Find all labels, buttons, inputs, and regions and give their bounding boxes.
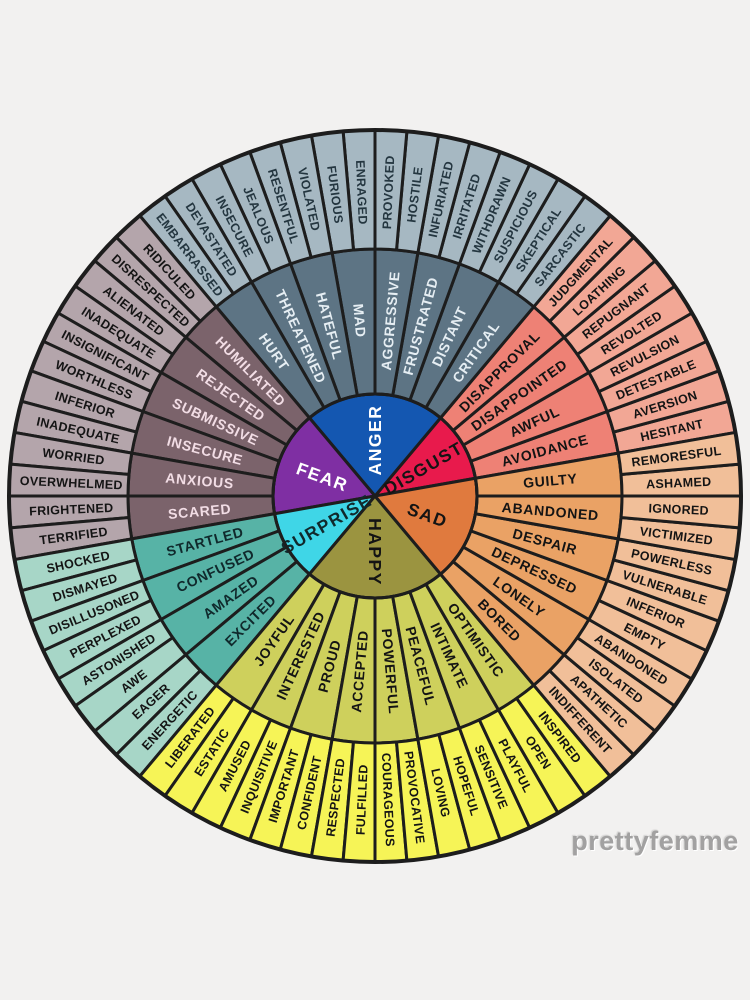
outer-emotion-label-ashamed: ASHAMED — [646, 475, 712, 492]
wheel-core-border — [271, 392, 479, 600]
outer-emotion-label-courageous: COURAGEOUS — [379, 752, 397, 847]
watermark: prettyfemme — [571, 826, 739, 856]
middle-emotion-label-accepted: ACCEPTED — [348, 629, 371, 713]
outer-emotion-label-frightened: FRIGHTENED — [29, 501, 114, 519]
middle-emotion-label-mad: MAD — [350, 303, 369, 338]
core-emotion-label-happy: HAPPY — [365, 518, 385, 586]
outer-emotion-label-provoked: PROVOKED — [380, 155, 397, 229]
core-emotion-label-anger: ANGER — [365, 405, 385, 476]
outer-emotion-label-fulfilled: FULFILLED — [354, 764, 371, 835]
middle-emotion-label-scared: SCARED — [167, 501, 231, 522]
outer-emotion-label-overwhelmed: OVERWHELMED — [19, 474, 123, 492]
outer-emotion-label-enraged: ENRAGED — [353, 160, 370, 225]
middle-emotion-label-guilty: GUILTY — [522, 470, 578, 491]
middle-emotion-label-powerful: POWERFUL — [379, 628, 402, 715]
outer-emotion-label-ignored: IGNORED — [648, 501, 709, 518]
middle-emotion-label-anxious: ANXIOUS — [165, 470, 235, 492]
wheel-outer-border — [7, 128, 743, 864]
